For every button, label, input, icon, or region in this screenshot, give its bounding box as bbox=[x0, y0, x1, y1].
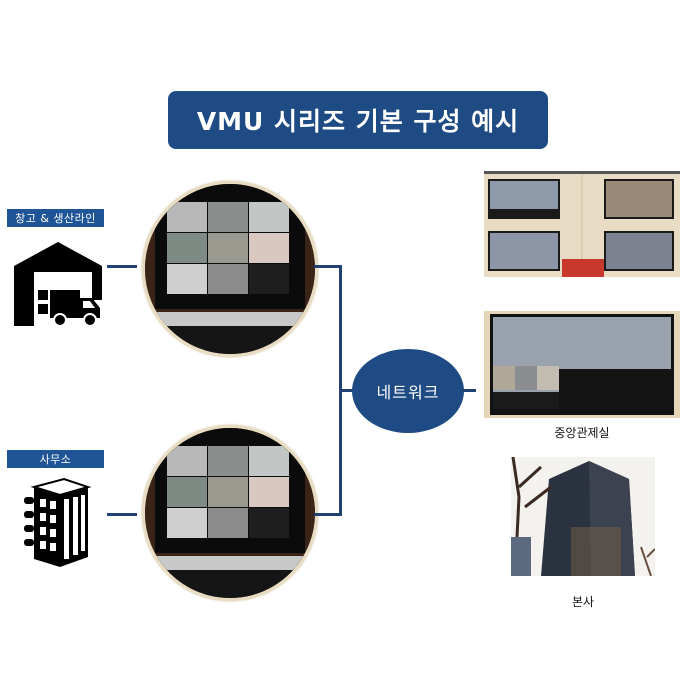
connector-bus-to-network bbox=[339, 389, 354, 392]
connector-dvr2-to-bus bbox=[314, 513, 342, 516]
headquarters-caption: 본사 bbox=[511, 593, 655, 610]
headquarters-building-photo bbox=[511, 457, 655, 576]
dvr-monitor-photo-office bbox=[142, 425, 318, 601]
network-label: 네트워크 bbox=[376, 383, 440, 402]
source-label-warehouse: 창고 & 생산라인 bbox=[7, 209, 104, 227]
connector-dvr1-to-bus bbox=[314, 265, 342, 268]
connector-office-to-dvr bbox=[107, 513, 137, 516]
office-building-icon bbox=[20, 475, 92, 570]
warehouse-truck-icon bbox=[12, 238, 104, 328]
control-room-monitor-photo bbox=[484, 311, 680, 418]
connector-network-to-destinations bbox=[462, 389, 476, 392]
dvr-monitor-photo-warehouse bbox=[142, 181, 318, 357]
source-label-office-text: 사무소 bbox=[39, 453, 72, 466]
network-node: 네트워크 bbox=[352, 349, 464, 433]
diagram-title-text: VMU 시리즈 기본 구성 예시 bbox=[196, 107, 520, 136]
control-room-caption: 중앙관제실 bbox=[484, 424, 680, 441]
video-wall-photo bbox=[484, 171, 680, 277]
headquarters-caption-text: 본사 bbox=[571, 595, 595, 609]
source-label-warehouse-text: 창고 & 생산라인 bbox=[15, 212, 96, 225]
control-room-caption-text: 중앙관제실 bbox=[554, 426, 610, 440]
connector-warehouse-to-dvr bbox=[107, 265, 137, 268]
diagram-title: VMU 시리즈 기본 구성 예시 bbox=[168, 91, 548, 149]
source-label-office: 사무소 bbox=[7, 450, 104, 468]
